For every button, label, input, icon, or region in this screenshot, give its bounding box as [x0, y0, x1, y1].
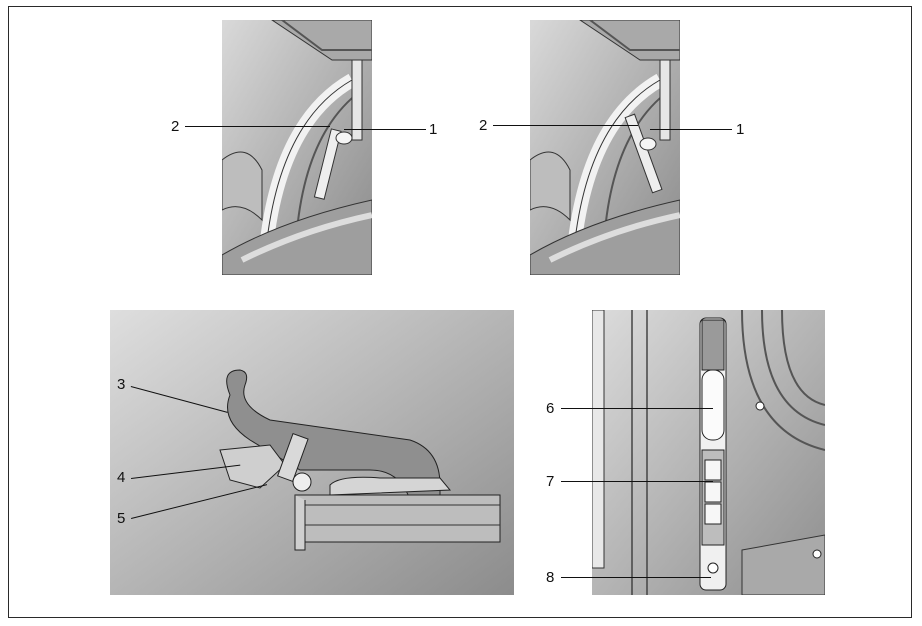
callout-8: 8 — [546, 569, 555, 586]
leader-2-right — [493, 125, 638, 126]
leader-8 — [561, 577, 711, 578]
callout-6: 6 — [546, 400, 555, 417]
callout-3: 3 — [117, 376, 126, 393]
panel-lever-position-a — [222, 20, 372, 275]
slot-detail-illustration — [592, 310, 825, 595]
leader-2-left — [185, 126, 330, 127]
hook-latch-illustration — [110, 310, 514, 595]
lever-a-illustration — [222, 20, 372, 275]
panel-slot-detail — [592, 310, 825, 595]
leader-6 — [561, 408, 713, 409]
callout-2-right: 2 — [479, 117, 488, 134]
leader-1-right — [650, 129, 732, 130]
callout-4: 4 — [117, 469, 126, 486]
callout-1-right: 1 — [736, 121, 745, 138]
panel-hook-latch — [110, 310, 514, 595]
callout-7: 7 — [546, 473, 555, 490]
callout-5: 5 — [117, 510, 126, 527]
panel-lever-position-b — [530, 20, 680, 275]
lever-b-illustration — [530, 20, 680, 275]
leader-1-left — [344, 129, 426, 130]
leader-7 — [561, 481, 713, 482]
callout-2-left: 2 — [171, 118, 180, 135]
callout-1-left: 1 — [429, 121, 438, 138]
